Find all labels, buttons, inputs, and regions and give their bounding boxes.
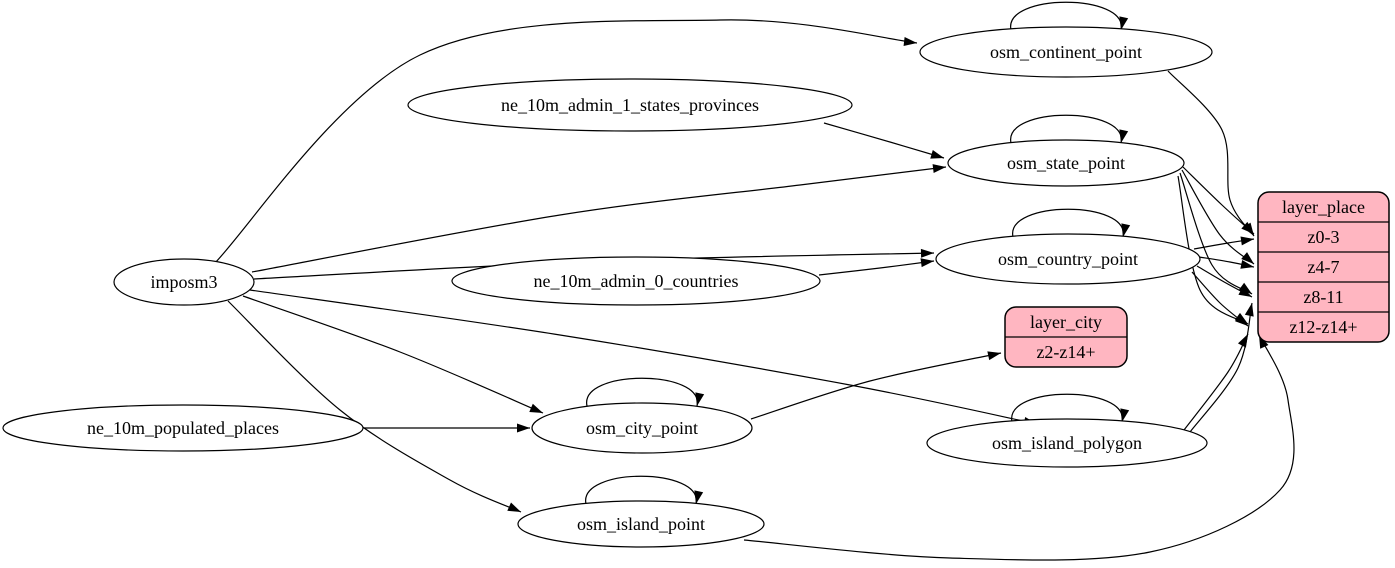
edge-ne_10m_populated_places-osm_city_point-arrowhead <box>517 423 530 433</box>
edge-osm_country_point-osm_country_point-self-loop <box>1012 208 1124 238</box>
edge-ne_10m_admin_0_countries-osm_country_point-arrowhead <box>920 258 934 268</box>
edge-osm_island_point-osm_island_point-self-loop <box>585 475 697 505</box>
edge-osm_state_point-osm_state_point-self-loop-arrowhead <box>1119 129 1129 143</box>
node-ne_10m_populated_places-label: ne_10m_populated_places <box>87 418 279 438</box>
record-layer_city-row-z2-z14+: z2-z14+ <box>1036 342 1095 362</box>
edge-imposm3-osm_island_point <box>227 300 522 513</box>
edge-osm_state_point-layer_place-z4-7 <box>1181 169 1255 265</box>
node-ne_10m_admin_0_countries-label: ne_10m_admin_0_countries <box>534 271 739 291</box>
edge-osm_island_polygon-layer_place-z8-11 <box>1189 302 1253 433</box>
edge-osm_country_point-layer_place-z12-z14+-arrowhead <box>1235 314 1248 326</box>
edge-osm_continent_point-layer_place-z0-3 <box>1167 70 1255 237</box>
node-ne_10m_admin_1_states_provinces-label: ne_10m_admin_1_states_provinces <box>501 95 759 115</box>
edge-osm_country_point-layer_place-z0-3-arrowhead <box>1240 236 1254 246</box>
edge-osm_state_point-layer_place-z4-7-arrowhead <box>1241 252 1254 264</box>
record-layer_place: layer_place z0-3 z4-7 z8-11 z12-z14+ <box>1257 191 1390 343</box>
node-ne_10m_admin_0_countries: ne_10m_admin_0_countries <box>451 256 821 306</box>
node-osm_country_point-label: osm_country_point <box>998 249 1138 269</box>
edge-imposm3-osm_city_point <box>242 295 544 414</box>
edge-imposm3-osm_state_point <box>251 166 947 273</box>
node-imposm3: imposm3 <box>113 258 255 306</box>
node-osm_state_point: osm_state_point <box>947 139 1185 187</box>
edge-osm_continent_point-osm_continent_point-self-loop-arrowhead <box>1119 16 1129 30</box>
edge-ne_10m_admin_1_states_provinces-osm_state_point-arrowhead <box>930 149 944 159</box>
node-osm_island_point: osm_island_point <box>517 500 765 548</box>
edge-osm_country_point-layer_place-z4-7-arrowhead <box>1240 259 1254 269</box>
edge-osm_state_point-osm_state_point-self-loop <box>1010 114 1122 144</box>
node-osm_island_point-shape <box>517 500 765 548</box>
edge-osm_city_point-layer_city-z2-z14+ <box>750 352 1002 420</box>
record-layer_place-row-z12-z14+: z12-z14+ <box>1289 317 1357 337</box>
record-layer_city: layer_city z2-z14+ <box>1004 306 1128 368</box>
edge-osm_island_point-osm_island_point-self-loop-arrowhead <box>694 490 704 504</box>
edge-osm_island_polygon-osm_island_polygon-self-loop <box>1011 393 1123 423</box>
node-osm_island_polygon: osm_island_polygon <box>926 418 1208 468</box>
node-osm_city_point-shape <box>531 402 753 454</box>
node-ne_10m_admin_0_countries-shape <box>451 256 821 306</box>
node-osm_city_point: osm_city_point <box>531 402 753 454</box>
edge-imposm3-osm_state_point-arrowhead <box>932 164 946 174</box>
record-layer_place-row-z4-7: z4-7 <box>1308 257 1340 277</box>
node-osm_continent_point-label: osm_continent_point <box>990 42 1142 62</box>
edge-osm_city_point-osm_city_point-self-loop <box>586 377 698 407</box>
node-osm_country_point: osm_country_point <box>935 233 1201 285</box>
edge-osm_state_point-layer_place-z8-11-arrowhead <box>1238 282 1252 294</box>
node-osm_continent_point: osm_continent_point <box>919 26 1213 78</box>
record-layer_place-row-z8-11: z8-11 <box>1303 287 1343 307</box>
edge-imposm3-osm_city_point-arrowhead <box>529 403 543 413</box>
edge-osm_country_point-osm_country_point-self-loop-arrowhead <box>1121 223 1131 237</box>
node-osm_island_polygon-shape <box>926 418 1208 468</box>
edge-osm_state_point-layer_place-z8-11 <box>1179 172 1253 295</box>
edge-osm_country_point-layer_place-z8-11-arrowhead <box>1238 286 1252 297</box>
node-osm_continent_point-shape <box>919 26 1213 78</box>
node-ne_10m_populated_places: ne_10m_populated_places <box>2 404 364 452</box>
node-ne_10m_admin_1_states_provinces: ne_10m_admin_1_states_provinces <box>407 78 853 132</box>
record-layer_city-row-layer_city: layer_city <box>1030 312 1102 332</box>
edge-imposm3-osm_continent_point-arrowhead <box>903 37 917 46</box>
edge-osm_city_point-osm_city_point-self-loop-arrowhead <box>695 392 705 406</box>
record-layer_place-row-z0-3: z0-3 <box>1308 227 1340 247</box>
edge-imposm3-osm_island_point-arrowhead <box>507 502 521 512</box>
edge-osm_island_polygon-layer_place-z12-z14+ <box>1183 333 1249 431</box>
node-osm_country_point-shape <box>935 233 1201 285</box>
node-ne_10m_admin_1_states_provinces-shape <box>407 78 853 132</box>
node-osm_state_point-shape <box>947 139 1185 187</box>
edge-imposm3-osm_island_polygon <box>249 289 1038 425</box>
node-osm_island_point-label: osm_island_point <box>577 514 705 534</box>
node-osm_island_polygon-label: osm_island_polygon <box>992 433 1142 453</box>
edge-imposm3-osm_country_point-arrowhead <box>920 248 934 258</box>
node-osm_state_point-label: osm_state_point <box>1007 153 1125 173</box>
edge-ne_10m_admin_1_states_provinces-osm_state_point <box>823 122 945 159</box>
edge-osm_city_point-layer_city-z2-z14+-arrowhead <box>987 351 1001 361</box>
edge-ne_10m_admin_0_countries-osm_country_point <box>818 260 935 276</box>
node-imposm3-shape <box>113 258 255 306</box>
edge-osm_continent_point-osm_continent_point-self-loop <box>1010 1 1122 31</box>
edge-osm_island_polygon-layer_place-z12-z14+-arrowhead <box>1237 334 1248 348</box>
edge-osm_state_point-layer_place-z0-3 <box>1182 166 1255 235</box>
record-layer_place-row-layer_place: layer_place <box>1282 197 1365 217</box>
edge-osm_state_point-layer_place-z0-3-arrowhead <box>1241 221 1254 234</box>
edge-imposm3-osm_continent_point <box>213 19 918 265</box>
node-imposm3-label: imposm3 <box>150 272 217 292</box>
node-osm_city_point-label: osm_city_point <box>586 418 698 438</box>
edge-osm_island_point-layer_place-z12-z14+ <box>743 334 1295 561</box>
edge-osm_state_point-layer_place-z12-z14+ <box>1177 175 1249 325</box>
edge-osm_island_polygon-osm_island_polygon-self-loop-arrowhead <box>1120 408 1130 422</box>
node-ne_10m_populated_places-shape <box>2 404 364 452</box>
record-layer_place-shape <box>1257 191 1390 343</box>
edge-osm_island_polygon-layer_place-z8-11-arrowhead <box>1244 303 1254 317</box>
